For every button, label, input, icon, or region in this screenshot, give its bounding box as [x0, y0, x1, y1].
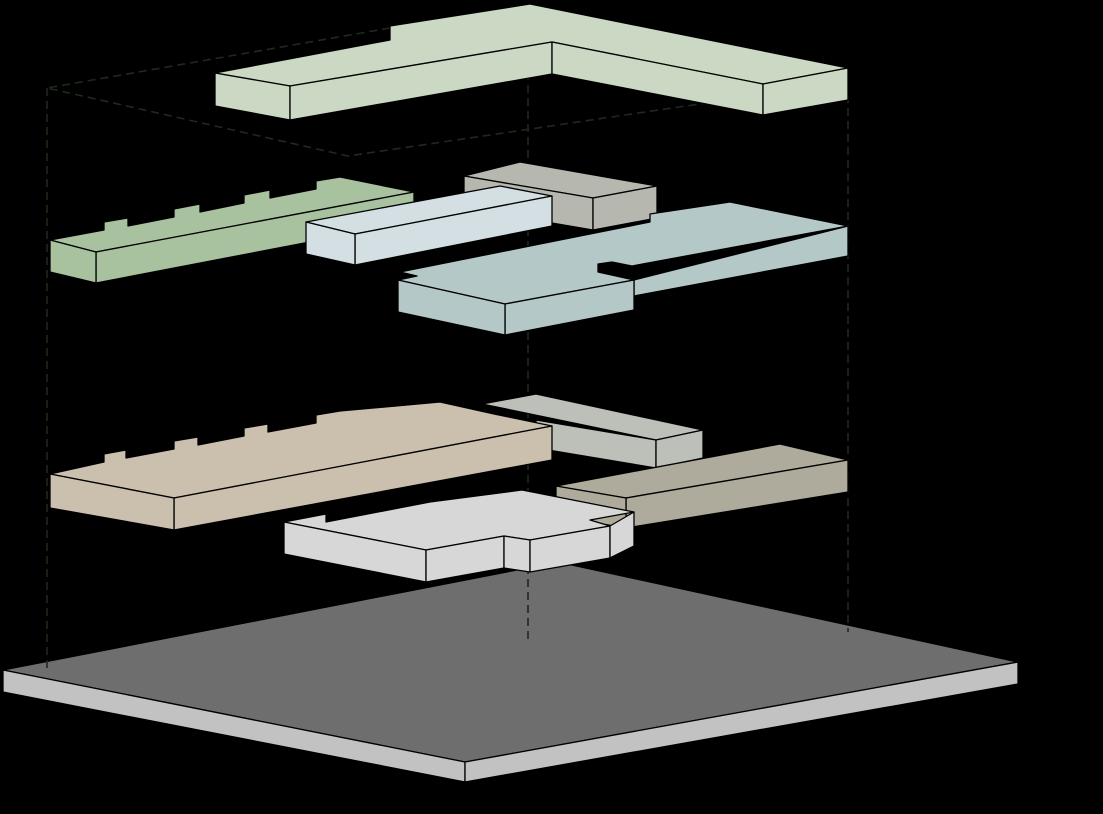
white-notch [503, 535, 531, 573]
lower-grey-block [481, 393, 704, 469]
tan-top [49, 401, 553, 499]
roof-footprint-line [46, 27, 849, 157]
base-slab-top [2, 561, 1019, 763]
base-slab-front-right [464, 661, 1019, 783]
roof-front-end [762, 67, 849, 116]
light-blue-side [305, 221, 356, 266]
upper-green-side [49, 239, 97, 284]
roof-slab [214, 3, 849, 121]
tan-side [49, 473, 175, 531]
base-slab [2, 561, 1019, 783]
roof-footprint-outline [46, 27, 849, 157]
upper-green-block [49, 176, 415, 284]
vertical-guides [46, 72, 849, 670]
upper-blue-grey-block [397, 201, 849, 336]
upper-light-blue-block [305, 185, 553, 266]
white-back-step [609, 511, 635, 559]
upper-green-top [49, 176, 415, 253]
blue-grey-side [397, 279, 506, 336]
lower-white-block [283, 489, 635, 583]
lower-tan-block [49, 401, 553, 531]
